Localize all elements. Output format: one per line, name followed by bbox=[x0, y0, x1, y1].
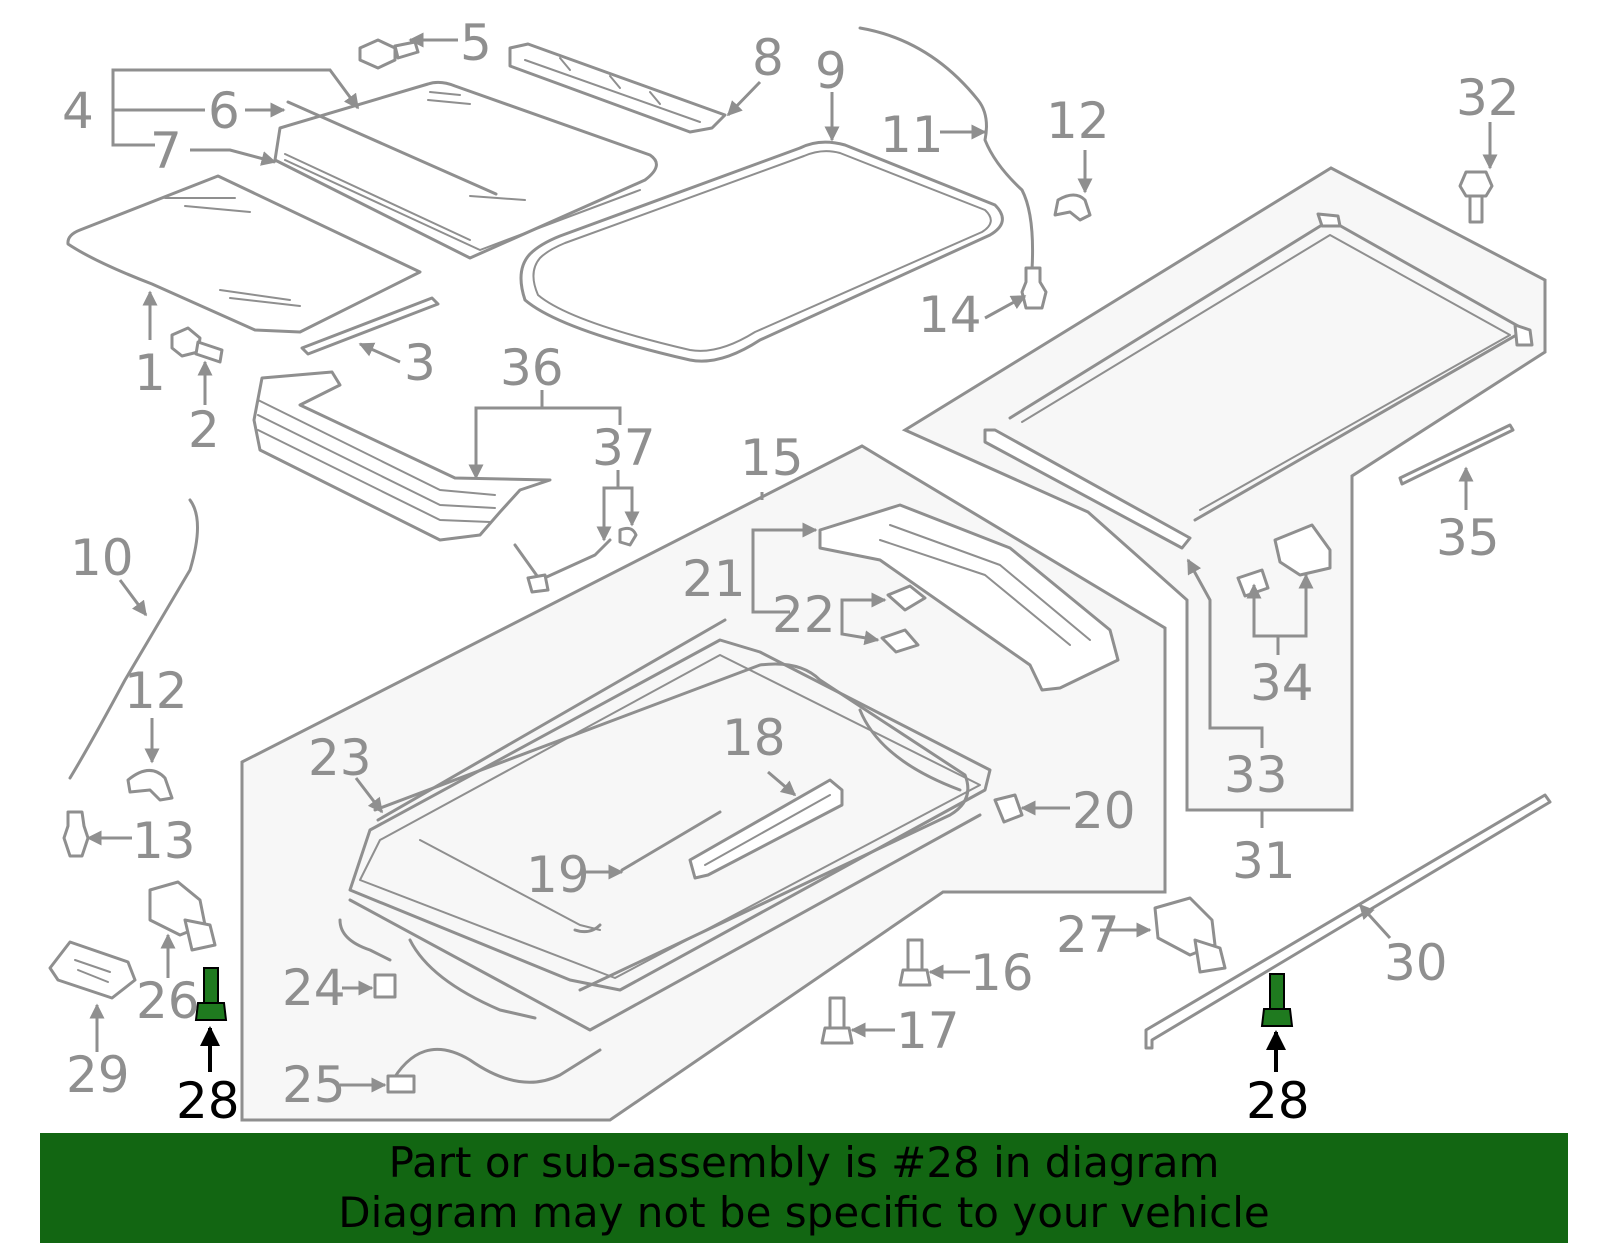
label-14: 14 bbox=[918, 286, 982, 344]
label-2: 2 bbox=[188, 401, 220, 459]
connector-25-part bbox=[386, 1074, 416, 1094]
label-28-right: 28 bbox=[1246, 1072, 1310, 1130]
harness-25-part bbox=[388, 1047, 602, 1087]
label-7: 7 bbox=[150, 122, 182, 180]
label-37: 37 bbox=[592, 419, 656, 477]
label-20: 20 bbox=[1072, 782, 1136, 840]
glass-panel-part bbox=[66, 174, 422, 334]
connector-24-part bbox=[373, 973, 397, 999]
bar-33-part bbox=[983, 428, 1192, 550]
label-26: 26 bbox=[136, 972, 200, 1030]
banner-line-1: Part or sub-assembly is #28 in diagram bbox=[388, 1138, 1220, 1187]
callout-labels: 1 2 3 4 5 6 7 8 9 10 11 12 12 13 14 15 1… bbox=[62, 14, 1520, 1130]
connector-13-part bbox=[62, 810, 90, 858]
bolt-5-part bbox=[358, 38, 420, 70]
label-25: 25 bbox=[282, 1056, 346, 1114]
front-frame-21-part bbox=[818, 503, 1120, 692]
label-4: 4 bbox=[62, 82, 94, 140]
cable-23-part bbox=[373, 662, 970, 992]
bracket-22-lower-part bbox=[880, 628, 920, 654]
label-23: 23 bbox=[308, 729, 372, 787]
motor-26-part bbox=[148, 880, 217, 952]
connector-14-part bbox=[1020, 266, 1048, 310]
bolt-28-right-part bbox=[1260, 973, 1294, 1027]
bracket-34-right-part bbox=[1273, 523, 1332, 577]
label-28-left: 28 bbox=[176, 1072, 240, 1130]
label-9: 9 bbox=[815, 42, 847, 100]
info-banner: Part or sub-assembly is #28 in diagram D… bbox=[40, 1133, 1568, 1243]
label-12-top: 12 bbox=[1046, 92, 1110, 150]
label-16: 16 bbox=[970, 944, 1034, 1002]
front-rail-part bbox=[508, 42, 727, 134]
bracket-22-upper-part bbox=[886, 584, 927, 612]
label-5: 5 bbox=[460, 14, 492, 72]
label-11: 11 bbox=[880, 106, 944, 164]
label-32: 32 bbox=[1456, 69, 1520, 127]
bolt-16-part bbox=[898, 938, 932, 987]
guide-18-part bbox=[688, 778, 844, 880]
clip-12-bottom-part bbox=[126, 769, 174, 802]
label-18: 18 bbox=[722, 709, 786, 767]
label-3: 3 bbox=[404, 334, 436, 392]
label-34: 34 bbox=[1250, 654, 1314, 712]
module-29-part bbox=[48, 940, 137, 1000]
label-13: 13 bbox=[132, 812, 196, 870]
label-22: 22 bbox=[772, 586, 836, 644]
label-15: 15 bbox=[740, 429, 804, 487]
group-31-box bbox=[901, 166, 1547, 812]
bolt-17-part bbox=[820, 996, 854, 1045]
label-30: 30 bbox=[1384, 934, 1448, 992]
handle-37-part bbox=[513, 526, 638, 594]
strip-30-part bbox=[1144, 793, 1552, 1050]
rear-glass-part bbox=[273, 80, 658, 260]
harness-24-part bbox=[408, 938, 537, 1020]
label-8: 8 bbox=[752, 29, 784, 87]
label-12-bottom: 12 bbox=[124, 662, 188, 720]
sunshade-31-part bbox=[1008, 212, 1534, 522]
rod-35-part bbox=[1398, 423, 1515, 486]
drain-hose-10-part bbox=[68, 498, 199, 780]
group-15-box bbox=[240, 444, 1167, 1122]
label-29: 29 bbox=[66, 1046, 130, 1104]
label-1: 1 bbox=[134, 344, 166, 402]
label-36: 36 bbox=[500, 339, 564, 397]
label-6: 6 bbox=[208, 82, 240, 140]
seal-ring-part bbox=[519, 140, 1004, 363]
banner-line-2: Diagram may not be specific to your vehi… bbox=[338, 1188, 1270, 1237]
label-24: 24 bbox=[282, 959, 346, 1017]
bolt-32-part bbox=[1458, 170, 1494, 224]
label-31: 31 bbox=[1232, 832, 1296, 890]
label-27: 27 bbox=[1056, 906, 1120, 964]
label-21: 21 bbox=[682, 550, 746, 608]
callout-lines bbox=[86, 32, 1498, 1093]
strip-3-part bbox=[300, 296, 440, 356]
clip-12-top-part bbox=[1053, 193, 1092, 222]
bolt-2-part bbox=[170, 326, 224, 364]
sunshade-frame-part bbox=[252, 370, 552, 542]
label-35: 35 bbox=[1436, 509, 1500, 567]
bolt-28-left-part bbox=[194, 967, 228, 1021]
cable-harness-part bbox=[338, 708, 962, 962]
label-17: 17 bbox=[896, 1002, 960, 1060]
cable-19-part bbox=[620, 810, 722, 872]
label-10: 10 bbox=[70, 529, 134, 587]
label-19: 19 bbox=[526, 846, 590, 904]
label-33: 33 bbox=[1224, 746, 1288, 804]
motor-27-part bbox=[1153, 896, 1227, 974]
